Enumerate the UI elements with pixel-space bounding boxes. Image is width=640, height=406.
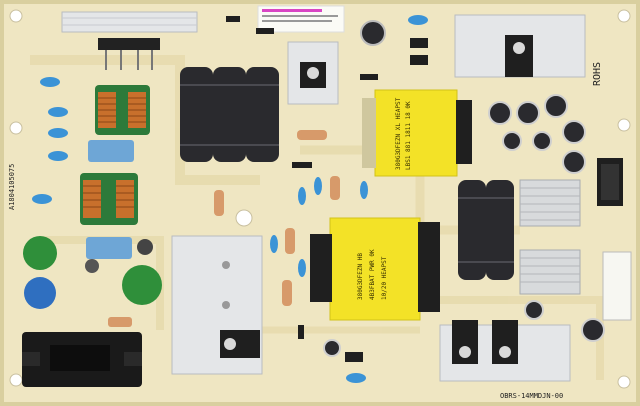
bulk-capacitors: [180, 67, 279, 162]
cap-cluster: [323, 94, 605, 357]
transformer-2-line-1: 380G3DFEZN HB: [357, 253, 364, 300]
varistor-green-2: [122, 265, 162, 305]
fuse-resistor: [108, 317, 132, 327]
film-cap-1: [88, 140, 134, 162]
rohs-sticker: [257, 5, 345, 33]
bottom-code-label: OBRS-14MMDJN-00: [500, 392, 563, 400]
transformer-1: 380G3DFEZN XL HEAPST LBS1 881 1811 18 0K: [362, 89, 472, 177]
ac-input-connector: [22, 332, 142, 387]
diodes: [226, 16, 428, 362]
heatsink-main: [171, 235, 263, 375]
varistor-blue: [24, 277, 56, 309]
mounting-holes: [9, 9, 631, 389]
heatsink-top-right: [454, 14, 586, 78]
top-pins: [105, 50, 153, 70]
disc-caps-left: [32, 15, 428, 383]
transformer-2-line-3: 10/20 HEAPST: [381, 256, 388, 300]
finned-heatsink-2: [519, 249, 581, 295]
finned-heatsink-1: [519, 179, 581, 227]
board-id-label: A1804105075: [8, 164, 16, 210]
thermistor: [137, 239, 153, 255]
thermistor-2: [85, 259, 99, 273]
heatsink-top-center: [287, 41, 339, 105]
inductor-bottom: [80, 173, 138, 225]
top-heatsink: [61, 11, 198, 33]
heatsink-bottom-right: [439, 320, 571, 382]
output-connector-1: [597, 158, 623, 206]
inductor-top: [95, 85, 150, 135]
cap-top-center: [360, 20, 386, 46]
transformer-1-line-1: 380G3DFEZN XL HEAPST: [395, 97, 402, 170]
top-ic: [98, 38, 160, 50]
transformer-1-line-2: LBS1 881 1811 18 0K: [405, 101, 412, 170]
output-capacitors: [458, 180, 514, 280]
film-cap-2: [86, 237, 132, 259]
resistors: [214, 130, 340, 306]
small-blue-diodes: [270, 177, 368, 277]
output-connector-2: [602, 251, 632, 321]
transformer-2-line-2: 4B3FBAT PWR 0K: [369, 249, 376, 300]
rohs-label: ROHS: [592, 62, 603, 86]
varistor-green-1: [23, 236, 57, 270]
transformer-2: 380G3DFEZN HB 4B3FBAT PWR 0K 10/20 HEAPS…: [310, 217, 440, 321]
